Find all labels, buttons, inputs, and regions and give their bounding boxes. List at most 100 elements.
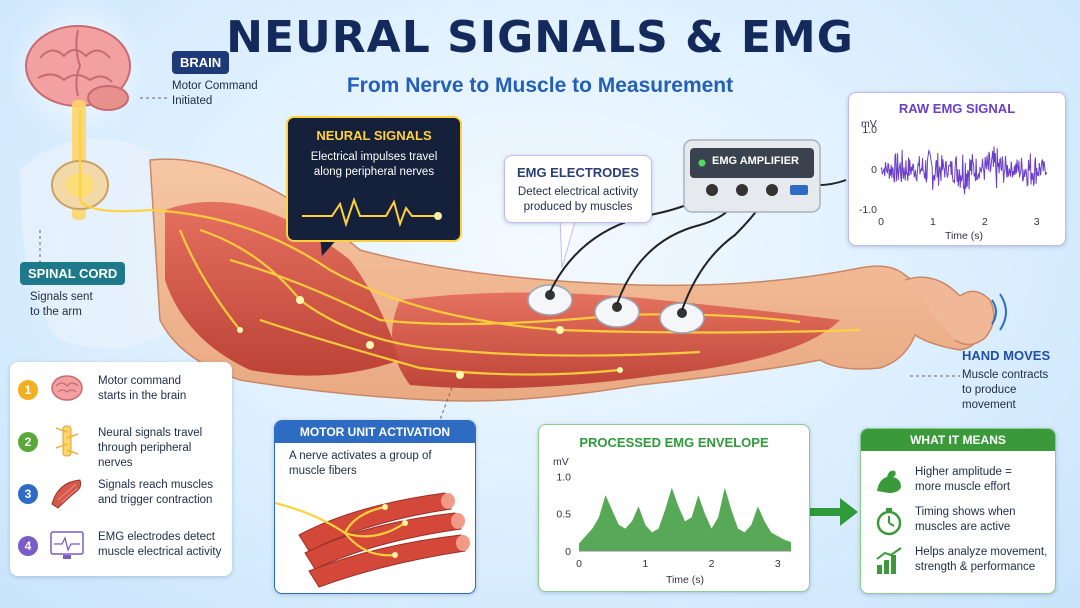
flexed-arm-icon [877, 470, 901, 493]
y-tick-label: -1.0 [859, 204, 877, 216]
bar-chart-icon [876, 547, 902, 574]
muscle-fibers-illustration [275, 492, 470, 588]
motor-unit-desc: A nerve activates a group of muscle fibe… [289, 449, 432, 479]
page-subtitle: From Nerve to Muscle to Measurement [346, 74, 734, 97]
emg-amplifier-label: EMG AMPLIFIER [712, 155, 799, 167]
step-line1: Signals reach muscles [98, 479, 214, 491]
y-unit-label: mV [553, 456, 569, 468]
what-it-means-panel: WHAT IT MEANS Higher amplitude = more mus… [860, 428, 1056, 594]
action-potential-waveform-icon [302, 197, 442, 228]
electrodes-desc-line2: produced by muscles [523, 201, 633, 213]
meaning-line2: strength & performance [915, 561, 1036, 573]
muscle-icon [51, 479, 82, 509]
spinal-cord-desc: Signals sent to the arm [30, 290, 93, 320]
emg-electrodes-callout: EMG ELECTRODES Detect electrical activit… [504, 155, 652, 223]
meaning-text: Helps analyze movement, strength & perfor… [915, 545, 1055, 575]
step-line1: Neural signals travel [98, 427, 203, 439]
electrode-bubble-pointer [559, 217, 577, 269]
step-number: 3 [18, 484, 38, 504]
spinal-desc-line1: Signals sent [30, 291, 93, 303]
brain-label: BRAIN [172, 51, 230, 74]
hand-moves-title: HAND MOVES [962, 348, 1051, 363]
step-1: 1 Motor command starts in the brain [10, 366, 220, 414]
nerve-sparks [237, 296, 623, 379]
step-line2: and trigger contraction [98, 494, 213, 506]
x-tick-label: 0 [576, 558, 582, 570]
step-text: Signals reach muscles and trigger contrac… [98, 478, 228, 508]
hand-desc-line1: Muscle contracts [962, 369, 1049, 381]
meaning-line1: Helps analyze movement, [915, 546, 1048, 558]
x-tick-label: 1 [930, 216, 936, 228]
raw-emg-trace [880, 146, 1048, 195]
meaning-line1: Timing shows when [915, 506, 1016, 518]
x-axis-label: Time (s) [945, 230, 983, 242]
hand-desc-line3: movement [962, 399, 1016, 411]
arrow-to-meaning [808, 498, 858, 526]
biceps-muscle [165, 201, 400, 376]
brain-desc-line1: Motor Command [172, 80, 258, 92]
stopwatch-icon [876, 508, 902, 536]
emg-electrodes-desc: Detect electrical activity produced by m… [505, 185, 651, 215]
motor-desc-line1: A nerve activates a group of [289, 450, 432, 462]
hand-desc-line2: to produce [962, 384, 1017, 396]
x-tick-label: 1 [642, 558, 648, 570]
y-tick-label: 0.5 [556, 509, 571, 521]
step-number: 2 [18, 432, 38, 452]
meaning-text: Timing shows when muscles are active [915, 505, 1055, 535]
brain-icon [51, 375, 83, 401]
x-tick-label: 3 [1034, 216, 1040, 228]
neural-signals-desc: Electrical impulses travel along periphe… [288, 150, 460, 180]
what-it-means-title: WHAT IT MEANS [861, 429, 1055, 451]
spinal-desc-line2: to the arm [30, 306, 82, 318]
electrodes-desc-line1: Detect electrical activity [517, 186, 639, 198]
meaning-item-2: Timing shows when muscles are active [873, 501, 1053, 545]
meaning-line2: more muscle effort [915, 481, 1011, 493]
processed-emg-title: PROCESSED EMG ENVELOPE [579, 435, 769, 450]
brain-desc: Motor Command Initiated [172, 79, 258, 109]
motor-unit-title: MOTOR UNIT ACTIVATION [275, 421, 475, 443]
motion-waves [991, 293, 1007, 331]
monitor-icon [50, 531, 84, 559]
step-line2: through peripheral nerves [98, 442, 192, 469]
neural-signals-title: NEURAL SIGNALS [316, 128, 432, 143]
step-line1: Motor command [98, 375, 182, 387]
emg-electrodes-title: EMG ELECTRODES [516, 165, 640, 180]
envelope-area [579, 487, 791, 551]
meaning-item-3: Helps analyze movement, strength & perfor… [873, 541, 1053, 585]
x-tick-label: 2 [982, 216, 988, 228]
x-tick-label: 3 [775, 558, 781, 570]
amplifier-device [683, 139, 821, 213]
step-number: 1 [18, 380, 38, 400]
neural-desc-line1: Electrical impulses travel [310, 151, 438, 163]
motor-unit-panel: MOTOR UNIT ACTIVATION A nerve activates … [274, 420, 476, 594]
meaning-line2: muscles are active [915, 521, 1011, 533]
brain-illustration [25, 25, 131, 111]
meaning-item-1: Higher amplitude = more muscle effort [873, 461, 1053, 505]
step-text: Motor command starts in the brain [98, 374, 228, 404]
meaning-line1: Higher amplitude = [915, 466, 1012, 478]
y-unit-label: mV [861, 118, 877, 130]
y-tick-label: 0 [871, 164, 877, 176]
nerve-icon [55, 425, 79, 457]
step-text: Neural signals travel through peripheral … [98, 426, 228, 471]
hand-fingers [904, 276, 995, 346]
steps-panel: 1 Motor command starts in the brain 2 Neu… [10, 362, 232, 576]
callout-lines [39, 97, 960, 421]
raw-emg-title: RAW EMG SIGNAL [898, 101, 1016, 116]
motor-desc-line2: muscle fibers [289, 465, 357, 477]
step-3: 3 Signals reach muscles and trigger contr… [10, 470, 220, 518]
y-tick-label: 0 [565, 546, 571, 558]
step-line2: starts in the brain [98, 390, 187, 402]
spinal-cord-label: SPINAL CORD [20, 262, 126, 285]
page-title: NEURAL SIGNALS & EMG [226, 12, 854, 63]
meaning-text: Higher amplitude = more muscle effort [915, 465, 1055, 495]
x-axis-label: Time (s) [666, 574, 704, 586]
step-2: 2 Neural signals travel through periphera… [10, 418, 220, 469]
